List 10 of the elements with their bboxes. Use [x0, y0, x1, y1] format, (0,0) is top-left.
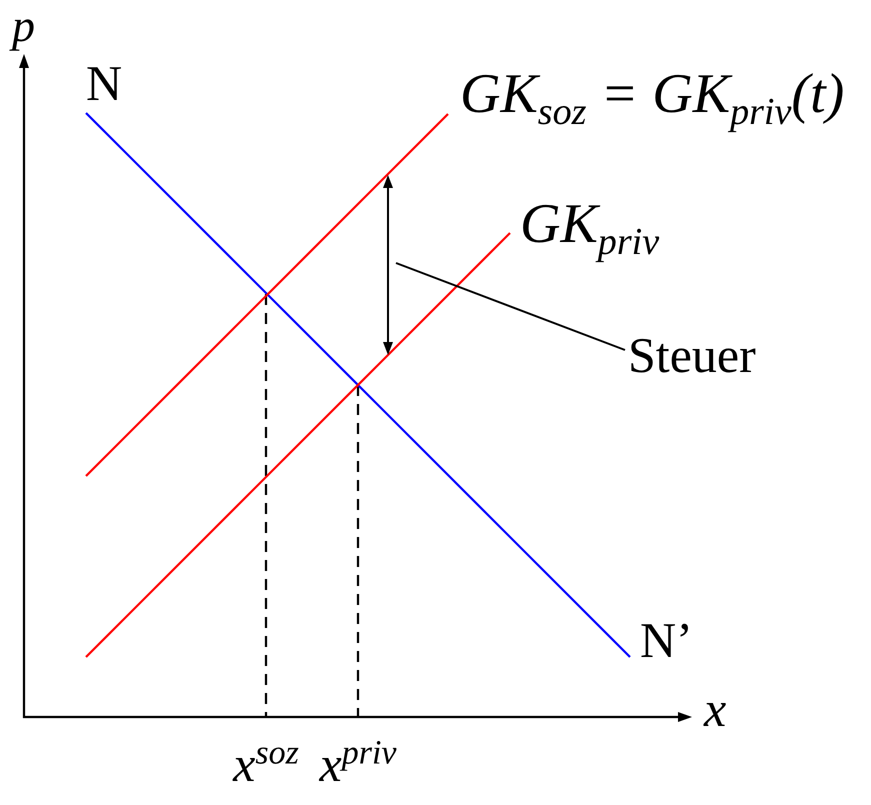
- curve-label: N’: [640, 612, 693, 670]
- quantity-label: x$^{soz}$: [233, 736, 299, 794]
- curve-label: GK$_{priv}$: [520, 193, 660, 266]
- leader-line: [396, 262, 626, 351]
- axis-label: x: [704, 681, 726, 739]
- curve-label: GK$_{soz}$ = GK$_{priv}$(t): [460, 63, 844, 136]
- callout-label: Steuer: [628, 327, 756, 394]
- double-arrow: [383, 175, 393, 355]
- quantity-label: x$^{priv}$: [320, 736, 396, 794]
- curve-label: N: [86, 55, 122, 113]
